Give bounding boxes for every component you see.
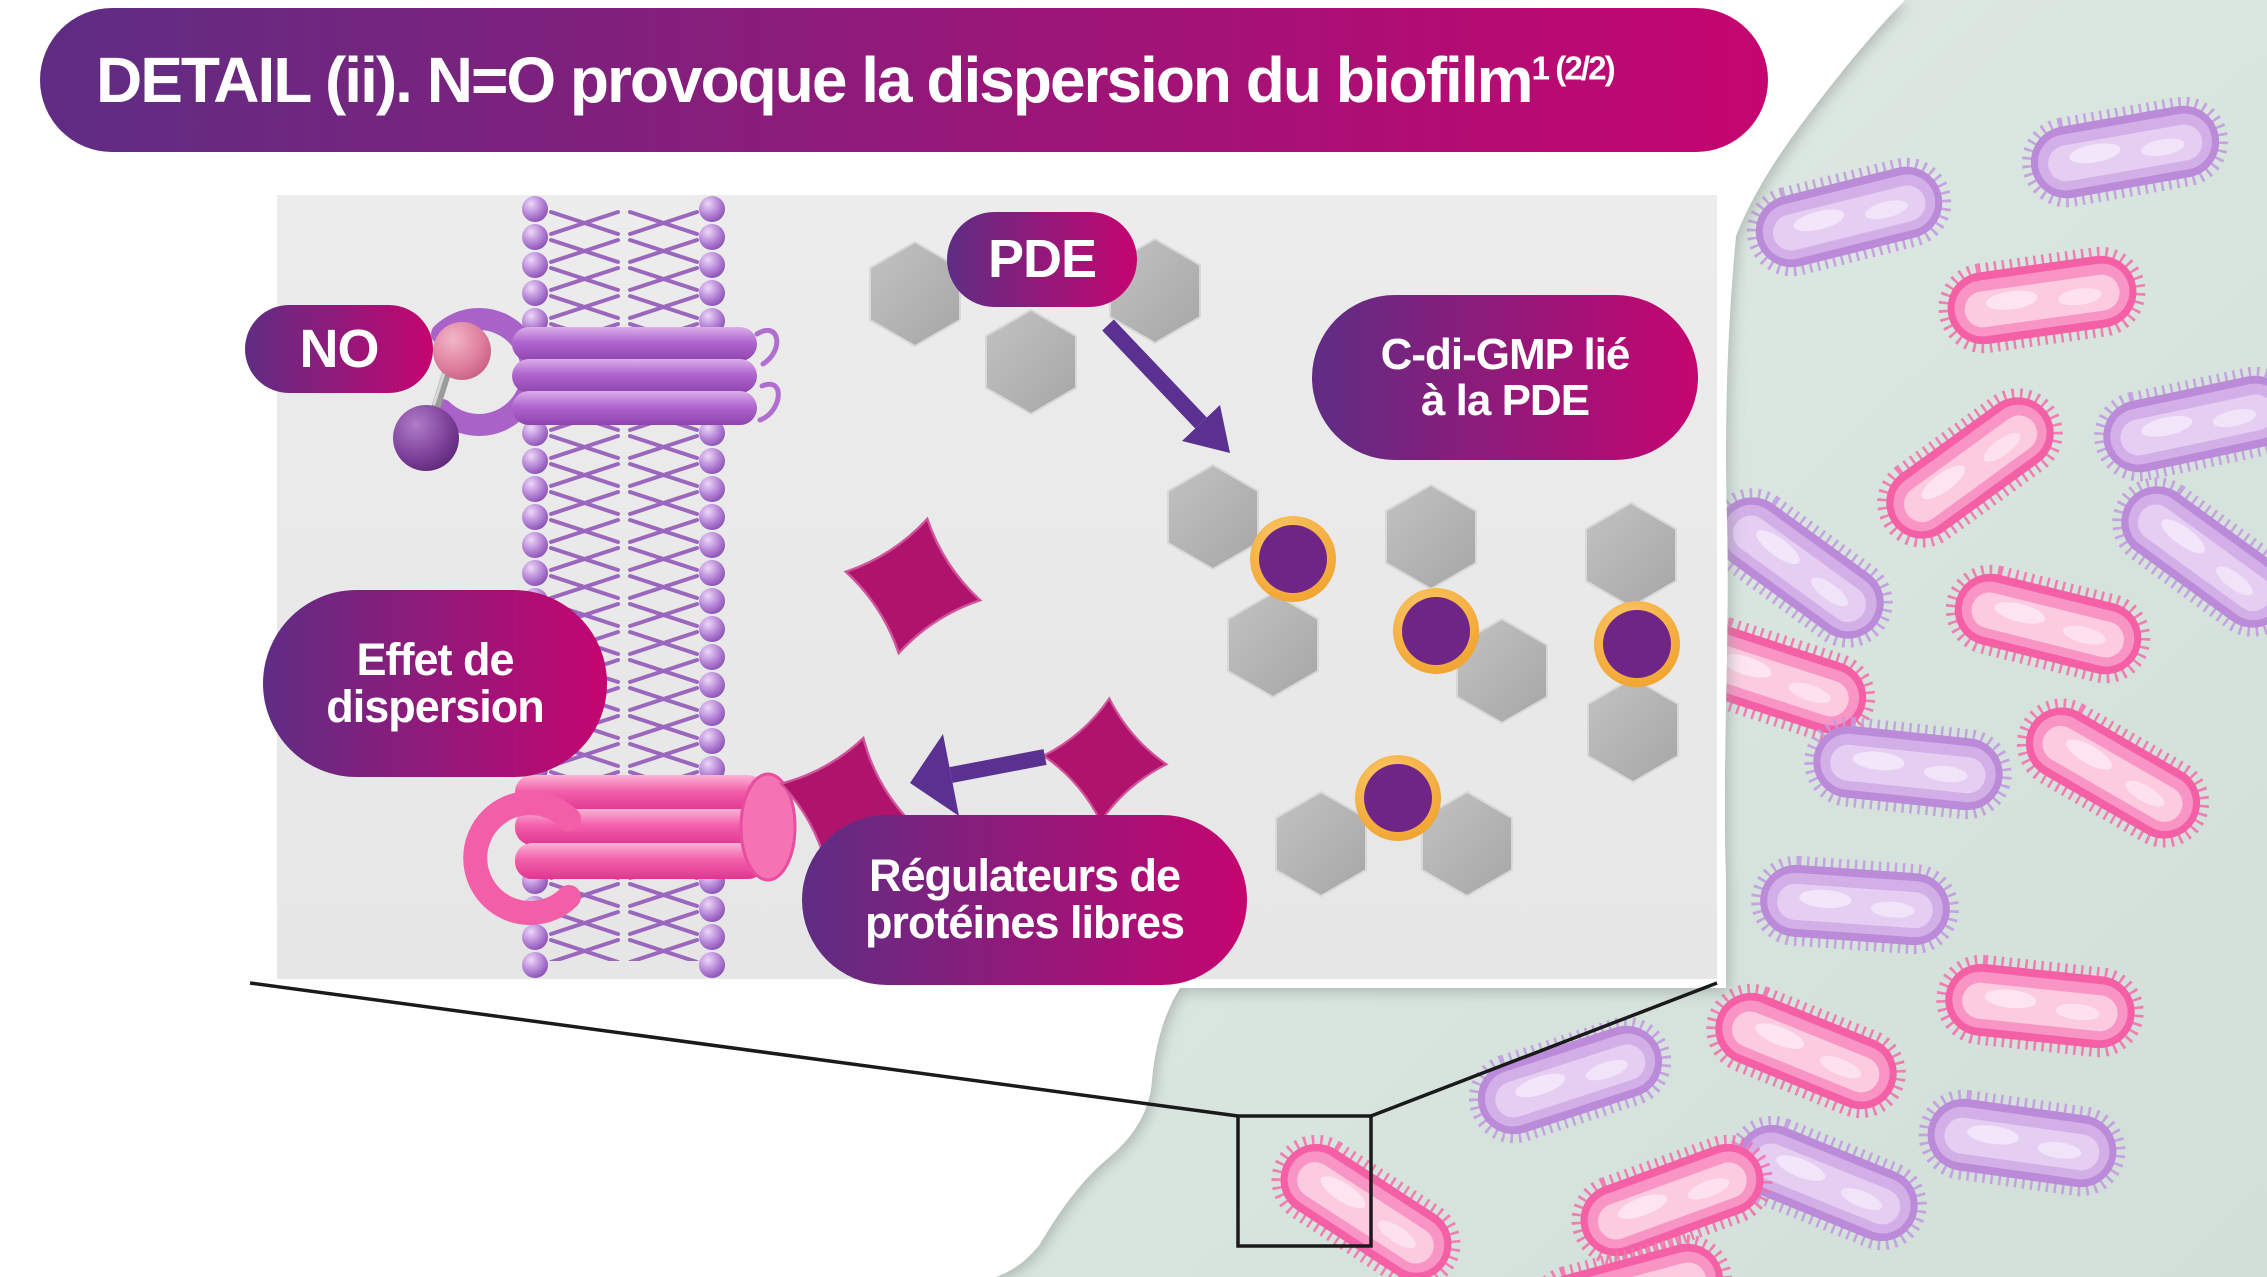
callout-line-right	[1370, 981, 1718, 1118]
cdigmp-bound-complexes	[1167, 464, 1680, 897]
title-superscript: 1 (2/2)	[1531, 50, 1616, 88]
callout-line-left	[249, 981, 1239, 1118]
cdigmp-bound-complex	[1167, 464, 1336, 698]
pink-receptor-arc	[463, 791, 581, 925]
no-molecule	[393, 322, 491, 471]
cdigmp-bound-complex	[1275, 755, 1513, 897]
release-arrow	[910, 734, 1047, 816]
nitrogen-atom	[393, 405, 459, 471]
free-regulators-label: Régulateurs de protéines libres	[802, 815, 1247, 985]
title-banner: DETAIL (ii). N=O provoque la dispersion …	[40, 8, 1768, 152]
no-label: NO	[245, 305, 433, 393]
oxygen-atom	[433, 322, 491, 380]
pde-arrow	[1102, 319, 1230, 453]
page-title: DETAIL (ii). N=O provoque la dispersion …	[96, 43, 1616, 116]
membrane-protein-bottom	[463, 772, 797, 925]
pde-label: PDE	[947, 212, 1137, 307]
dispersion-effect-label: Effet de dispersion	[263, 590, 607, 777]
cdigmp-bound-complex	[1585, 502, 1680, 783]
callout	[249, 981, 1718, 1248]
membrane-protein-top	[431, 308, 781, 436]
callout-rectangle	[1236, 1114, 1373, 1248]
cdigmp-bound-complex	[1385, 484, 1548, 724]
cdigmp-label: C-di-GMP lié à la PDE	[1312, 295, 1698, 460]
